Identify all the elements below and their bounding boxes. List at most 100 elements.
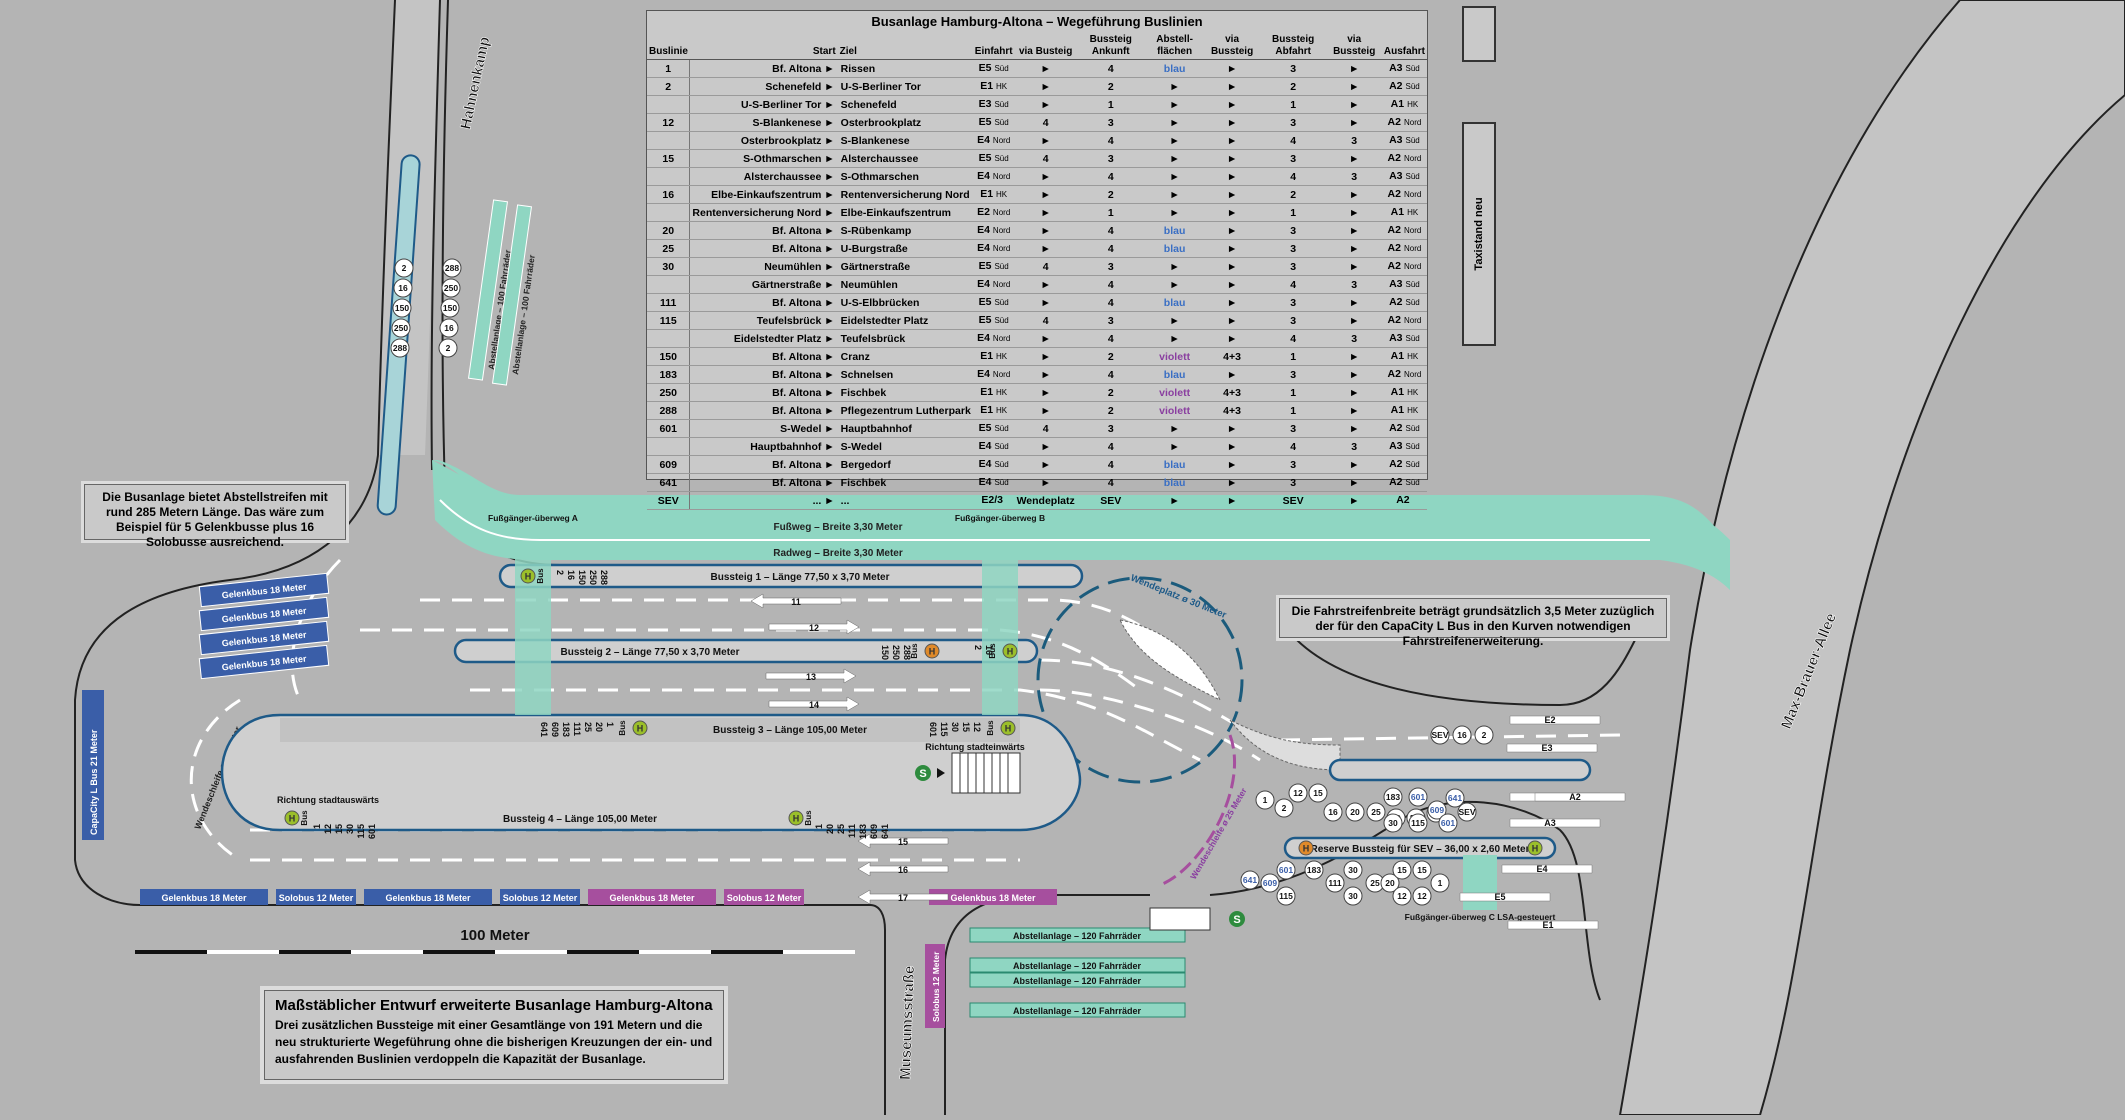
cell-value: 1 (1290, 206, 1297, 219)
table-cell-via1: 4 (1014, 419, 1077, 438)
table-cell-abf: 1 (1259, 401, 1327, 420)
cell-value: Osterbrookplatz (840, 116, 922, 129)
line-badge (1276, 860, 1296, 880)
cell-value: ► (1169, 260, 1180, 273)
line-badge-label: 25 (1370, 878, 1380, 888)
cell-value: Rentenversicherung Nord (840, 188, 970, 201)
cell-value: Schenefeld (840, 98, 897, 111)
platform-line-number: 150 (577, 570, 587, 585)
cell-value: ► (1040, 476, 1051, 489)
lane-arrow (768, 696, 860, 712)
table-cell-via2: ► (1204, 95, 1260, 114)
cell-value: 3 (1290, 116, 1297, 129)
line-badge-label: SEV (1431, 730, 1448, 740)
cell-direction: Süd (994, 316, 1009, 325)
cell-value: Bf. Altona (772, 386, 822, 399)
svg-text:Bussteig 3 – Länge 105,00 Mete: Bussteig 3 – Länge 105,00 Meter (713, 725, 867, 736)
cell-value: 2 (665, 80, 672, 93)
table-cell-ank: 1 (1076, 203, 1145, 222)
table-cell-line: 641 (647, 473, 691, 492)
cell-direction: Süd (994, 460, 1009, 469)
cell-value: ► (1040, 332, 1051, 345)
table-cell-via2: ► (1204, 167, 1260, 186)
line-badge-label: 16 (444, 323, 454, 333)
cell-value: 3 (1290, 242, 1297, 255)
cell-value: ► (1040, 242, 1051, 255)
cell-value: ► (1169, 494, 1180, 507)
cell-value: 4+3 (1223, 350, 1241, 363)
cell-value: E2 (977, 206, 990, 218)
cell-value: ► (1169, 134, 1180, 147)
platform-line-number: 15 (961, 722, 971, 732)
parked-bus (724, 889, 804, 905)
table-cell-abst: ► (1144, 167, 1205, 186)
table-cell-via2: ► (1204, 77, 1260, 96)
bus-text: Bus (536, 568, 545, 584)
cell-value: ► (1169, 152, 1180, 165)
cell-value: blau (1163, 242, 1186, 255)
solobus-vertical (925, 944, 945, 1028)
table-cell-abf: 3 (1259, 59, 1327, 78)
table-cell-start: Osterbrookplatz ► (689, 131, 838, 150)
cell-value: S-Othmarschen (840, 170, 919, 183)
svg-text:Abstellanlage – 120 Fahrräder: Abstellanlage – 120 Fahrräder (1013, 976, 1142, 986)
cell-direction: Nord (992, 370, 1011, 379)
stop-h-icon (1000, 720, 1016, 736)
svg-text:Solobus 12 Meter: Solobus 12 Meter (931, 951, 941, 1022)
parked-bus-label: Solobus 12 Meter (503, 893, 578, 903)
line-badge (1392, 886, 1412, 906)
lane-number: 14 (809, 700, 819, 710)
cell-value: 1 (1290, 404, 1297, 417)
table-header: via Bussteig (1326, 33, 1382, 60)
table-cell-ziel: S-Wedel (837, 437, 973, 456)
cell-value: Bf. Altona (772, 458, 822, 471)
svg-text:Bussteig 2 – Länge 77,50 x 3,7: Bussteig 2 – Länge 77,50 x 3,70 Meter (561, 647, 740, 658)
cell-value: 4 (1042, 314, 1049, 327)
line-badge-label: 16 (1328, 807, 1338, 817)
table-cell-abst: blau (1144, 365, 1205, 384)
cell-value: Neumühlen (764, 260, 822, 273)
cell-value: ► (1040, 224, 1051, 237)
bus-text: Bus (618, 720, 627, 736)
table-cell-ank: 4 (1076, 131, 1145, 150)
cell-value: E4 (978, 440, 992, 452)
table-cell-via2: ► (1204, 491, 1260, 510)
cell-direction: HK (1407, 100, 1419, 109)
cell-direction: Nord (1403, 118, 1422, 127)
cell-value: ► (1040, 134, 1051, 147)
table-cell-abf: 4 (1259, 131, 1327, 150)
cell-value: Bf. Altona (772, 62, 822, 75)
cell-value: E4 (978, 476, 992, 488)
svg-text:100 Meter: 100 Meter (460, 927, 529, 944)
cell-value: ► (1226, 332, 1238, 345)
table-cell-abf: 3 (1259, 473, 1327, 492)
cell-value: ► (1226, 62, 1238, 75)
table-cell-via1: ► (1014, 77, 1077, 96)
table-cell-line: 15 (647, 149, 691, 168)
cell-value: A2 (1389, 422, 1403, 434)
cell-value: Wendeplatz (1016, 494, 1075, 507)
cell-value: violett (1159, 350, 1191, 363)
table-cell-ziel: Elbe-Einkaufszentrum (837, 203, 973, 222)
cell-value: ► (1226, 368, 1238, 381)
table-cell-via3: ► (1326, 95, 1382, 114)
cell-value: 3 (1290, 314, 1297, 327)
table-cell-abst: ► (1144, 437, 1205, 456)
table-cell-ank: 4 (1076, 473, 1145, 492)
cell-value: Schnelsen (840, 368, 894, 381)
cell-value: 4 (1107, 170, 1114, 183)
lane-number: 11 (791, 597, 801, 607)
table-cell-abst: violett (1144, 347, 1205, 366)
cell-value: 1 (1107, 206, 1114, 219)
table-cell-via2: ► (1204, 311, 1260, 330)
line-badge (1323, 802, 1343, 822)
table-cell-abst: blau (1144, 221, 1205, 240)
cell-direction: Nord (992, 172, 1011, 181)
table-cell-ziel: Schnelsen (837, 365, 973, 384)
